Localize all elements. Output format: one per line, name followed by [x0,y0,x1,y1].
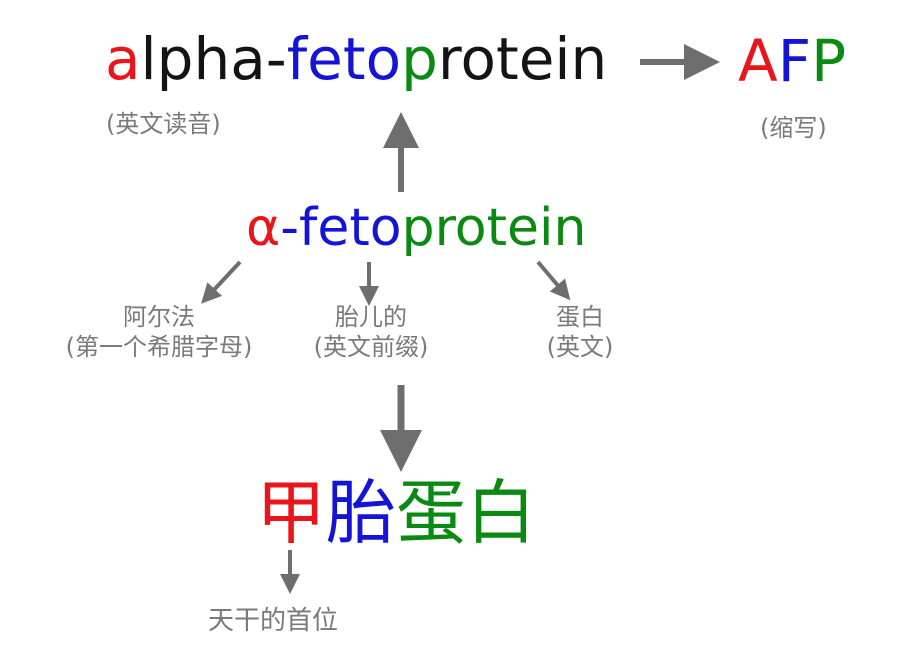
jia-caption: 天干的首位 [208,606,339,636]
abbr-A: A [738,27,778,95]
arrow-to-part-alpha [201,260,242,304]
chinese-danbai: 蛋白 [396,472,536,554]
part-protein: 蛋白 (英文) [528,302,632,362]
abbr-caption: (缩写) [760,114,827,142]
abbr-F: F [777,27,812,95]
mid-word-alpha: α [246,198,281,258]
top-word: alpha-fetoprotein [105,30,607,88]
abbreviation: AFP [738,32,846,90]
chinese-tai: 胎 [326,472,396,554]
mid-word-dash: - [280,198,300,258]
chinese-word: 甲胎蛋白 [256,478,536,548]
mid-word-feto: feto [299,198,402,258]
part-alpha-line1: 阿尔法 [123,303,195,331]
part-alpha-line2: (第一个希腊字母) [65,333,253,361]
abbr-P: P [811,27,847,95]
part-feto: 胎儿的 (英文前缀) [296,302,446,362]
part-protein-line1: 蛋白 [556,303,604,331]
top-word-rotein: rotein [437,25,608,93]
top-word-p: p [401,25,438,93]
mid-word: α-fetoprotein [246,202,586,254]
part-feto-line2: (英文前缀) [313,333,429,361]
arrow-to-part-protein [536,260,571,301]
part-feto-line1: 胎儿的 [335,303,407,331]
top-word-caption: (英文读音) [106,110,221,138]
top-word-feto: feto [286,25,402,93]
chinese-jia: 甲 [256,472,326,554]
top-word-lpha: lpha- [140,25,287,93]
part-alpha: 阿尔法 (第一个希腊字母) [30,302,288,362]
top-word-a: a [105,25,141,93]
mid-word-protein: protein [401,198,587,258]
part-protein-line2: (英文) [546,333,614,361]
